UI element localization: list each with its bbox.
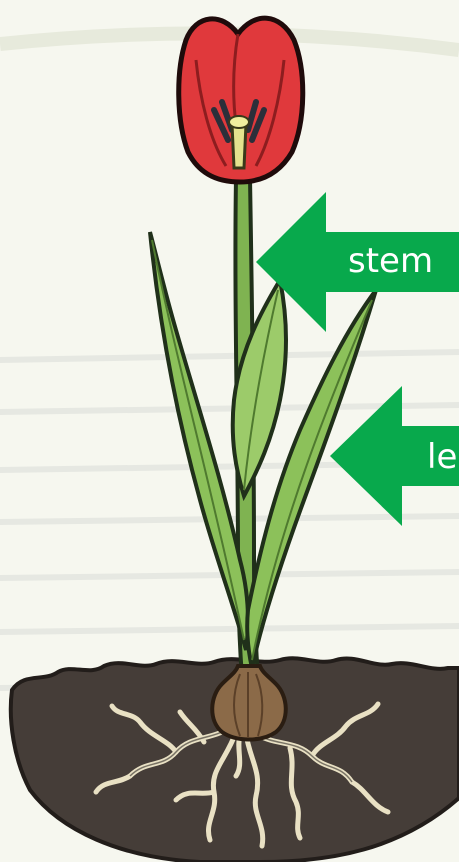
stem-label: stem (348, 244, 433, 278)
tulip-flower (179, 18, 303, 182)
leaf-label: le (427, 440, 457, 474)
